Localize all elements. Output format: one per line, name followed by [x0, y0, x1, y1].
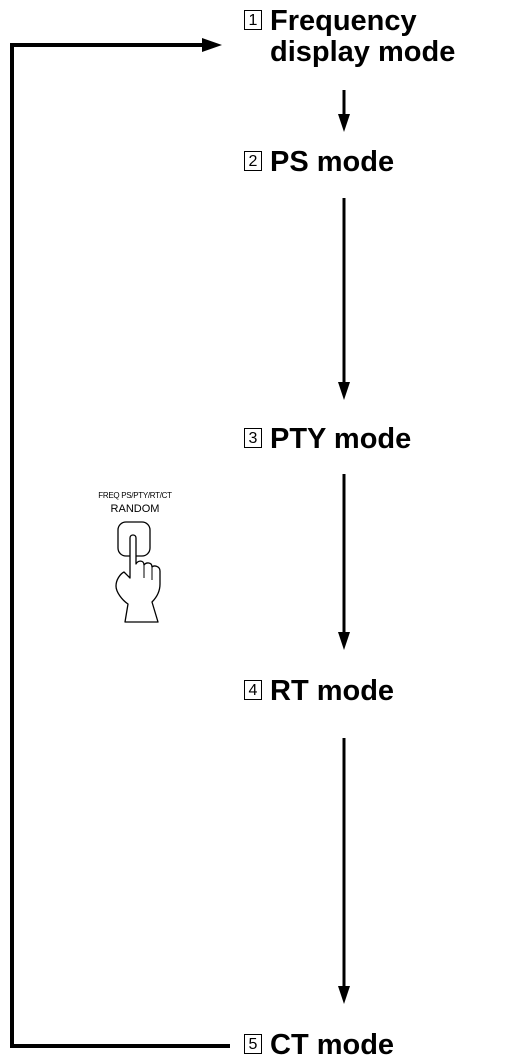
- step-label: Frequency display mode: [270, 5, 456, 68]
- step-number-box: 1: [244, 10, 262, 30]
- step-rt-mode: 4 RT mode: [244, 676, 394, 707]
- step-label: PS mode: [270, 146, 395, 178]
- step-number-box: 2: [244, 151, 262, 171]
- step-label: RT mode: [270, 675, 395, 707]
- step-ct-mode: 5 CT mode: [244, 1030, 394, 1061]
- arrow-1-to-2: [338, 90, 350, 132]
- hand-press-icon: [115, 521, 161, 623]
- step-label: CT mode: [270, 1029, 395, 1061]
- arrow-4-to-5: [338, 738, 350, 1004]
- step-pty-mode: 3 PTY mode: [244, 424, 411, 455]
- step-number-box: 5: [244, 1034, 262, 1054]
- step-ps-mode: 2 PS mode: [244, 147, 394, 178]
- button-caption-top: FREQ PS/PTY/RT/CT: [98, 491, 172, 500]
- arrow-2-to-3: [338, 198, 350, 400]
- step-frequency-display-mode: 1 Frequency display mode: [244, 6, 455, 68]
- button-caption-bottom: RANDOM: [110, 503, 160, 515]
- return-loop-arrow: [10, 38, 230, 1048]
- step-number-box: 4: [244, 680, 262, 700]
- step-label: PTY mode: [270, 423, 412, 455]
- arrow-3-to-4: [338, 474, 350, 650]
- step-number-box: 3: [244, 428, 262, 448]
